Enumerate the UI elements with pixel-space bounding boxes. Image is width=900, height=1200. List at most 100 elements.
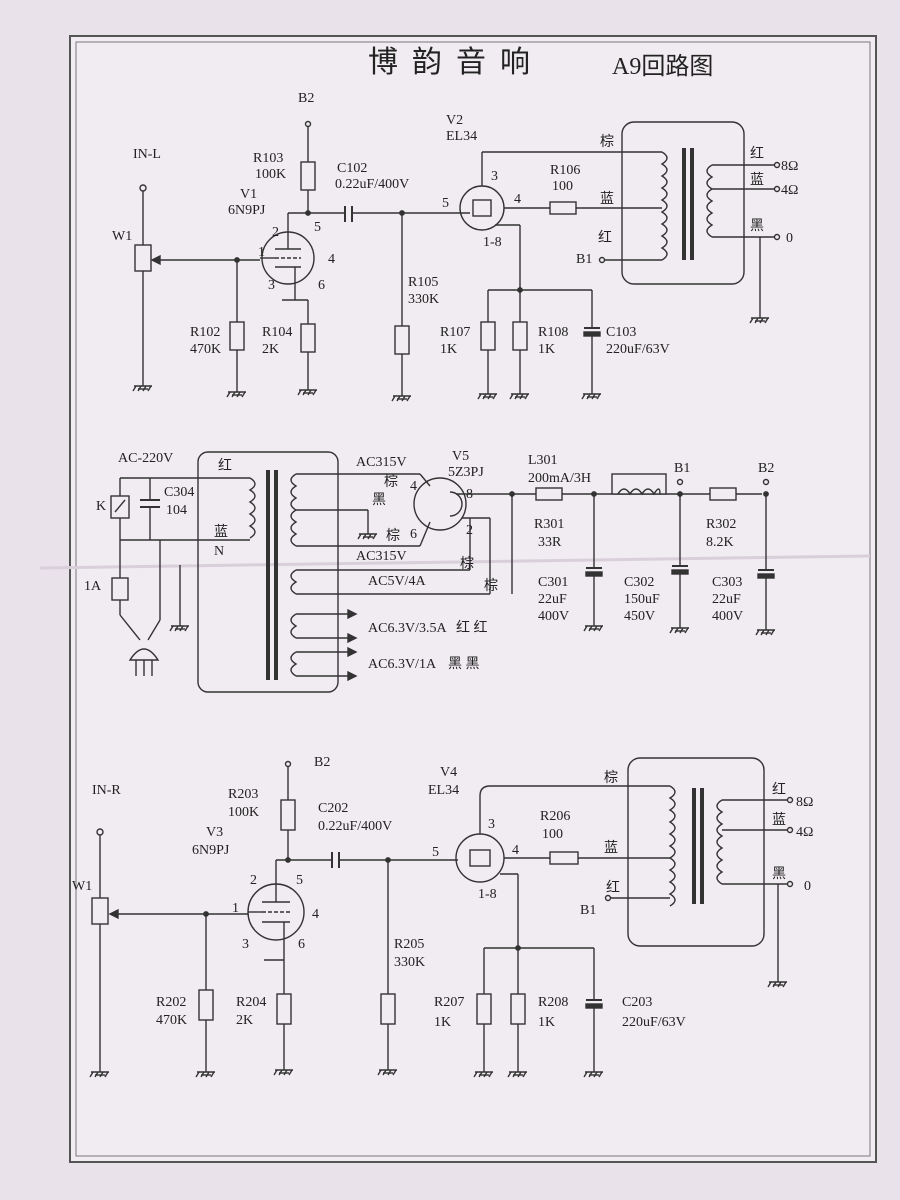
b2-psu-label: B2: [758, 461, 774, 476]
left-channel-section: [132, 120, 781, 402]
b1-r-label: B1: [580, 903, 596, 918]
hv-brown-top: 棕: [384, 474, 398, 490]
c102-value: 0.22uF/400V: [335, 177, 409, 192]
power-transformer: [197, 451, 339, 693]
st-black-r: 黑: [772, 867, 786, 882]
r207-label: R207: [434, 995, 464, 1010]
v5-pin8: 8: [466, 487, 473, 502]
r106-label: R106: [550, 163, 580, 178]
v5-label: V5: [452, 449, 469, 464]
pt-brown-l: 棕: [600, 134, 614, 150]
pt-blue-l: 蓝: [600, 191, 614, 207]
primary-blue: 蓝: [214, 524, 228, 540]
primary-red: 红: [218, 458, 232, 474]
c301-volt: 400V: [538, 609, 569, 624]
c301-cap: 22uF: [538, 592, 567, 607]
fil5v-brown-b: 棕: [460, 556, 474, 572]
c304-label: C304: [164, 485, 194, 500]
r107-label: R107: [440, 325, 470, 340]
r107-value: 1K: [440, 342, 457, 357]
r204-value: 2K: [236, 1013, 253, 1028]
r207-value: 1K: [434, 1015, 451, 1030]
c103-value: 220uF/63V: [606, 342, 670, 357]
paper-fold: [39, 554, 871, 570]
fuse-label: 1A: [84, 579, 102, 594]
right-channel-labels: IN-R W1 B2 R203 100K V3 6N9PJ C202 0.22u…: [72, 755, 813, 1030]
r203-label: R203: [228, 787, 258, 802]
v1-pin3: 3: [268, 278, 275, 293]
primary-neutral: N: [214, 544, 224, 559]
ac63b-colors: 黑 黑: [448, 657, 480, 672]
st-blue-l: 蓝: [750, 172, 764, 188]
in-l-label: IN-L: [133, 147, 161, 162]
out-8-l: 8Ω: [781, 159, 798, 174]
out-0-r: 0: [804, 879, 811, 894]
left-channel-labels: IN-L W1 B2 R103 100K V1 6N9PJ C102 0.22u…: [112, 91, 798, 357]
c302-label: C302: [624, 575, 654, 590]
out-0-l: 0: [786, 231, 793, 246]
pt-red-r: 红: [606, 880, 620, 896]
r104-label: R104: [262, 325, 292, 340]
b2-l-label: B2: [298, 91, 314, 106]
c203-value: 220uF/63V: [622, 1015, 686, 1030]
tube-v5: [413, 477, 467, 531]
v3-pin2: 2: [250, 873, 257, 888]
r302-label: R302: [706, 517, 736, 532]
v3-pin1: 1: [232, 901, 239, 916]
out-8-r: 8Ω: [796, 795, 813, 810]
title-model: A9回路图: [612, 53, 713, 80]
r206-value: 100: [542, 827, 563, 842]
r205-value: 330K: [394, 955, 425, 970]
v1-pin5: 5: [314, 220, 321, 235]
frame-inner: [75, 41, 871, 1157]
c302-capacitor: [671, 569, 689, 575]
v4-pin4: 4: [512, 843, 519, 858]
ac5v-label: AC5V/4A: [368, 574, 426, 589]
c103-label: C103: [606, 325, 636, 340]
c303-volt: 400V: [712, 609, 743, 624]
r204-label: R204: [236, 995, 266, 1010]
ac63a-label: AC6.3V/3.5A: [368, 621, 447, 636]
pt-blue-r: 蓝: [604, 840, 618, 856]
v1-pin1: 1: [258, 245, 265, 260]
st-red-r: 红: [772, 782, 786, 798]
in-r-label: IN-R: [92, 783, 121, 798]
c303-capacitor: [757, 573, 775, 579]
c103-capacitor: [583, 331, 601, 337]
v2-pin4: 4: [514, 192, 521, 207]
v1-pin4: 4: [328, 252, 335, 267]
c203-capacitor: [585, 1003, 603, 1009]
r103-label: R103: [253, 151, 283, 166]
v4-pin3: 3: [488, 817, 495, 832]
v4-pin5: 5: [432, 845, 439, 860]
ac63b-label: AC6.3V/1A: [368, 657, 437, 672]
c304-value: 104: [166, 503, 187, 518]
frame-outer: [69, 35, 877, 1163]
output-transformer-l: [621, 121, 745, 285]
v3-type: 6N9PJ: [192, 843, 230, 858]
c202-value: 0.22uF/400V: [318, 819, 392, 834]
r102-label: R102: [190, 325, 220, 340]
st-red-l: 红: [750, 146, 764, 162]
c303-cap: 22uF: [712, 592, 741, 607]
b1-psu-label: B1: [674, 461, 690, 476]
v5-pin6: 6: [410, 527, 417, 542]
b2-r-label: B2: [314, 755, 330, 770]
hv-brown-bottom: 棕: [386, 528, 400, 544]
r102-value: 470K: [190, 342, 221, 357]
v3-pin3: 3: [242, 937, 249, 952]
v4-type: EL34: [428, 783, 459, 798]
v3-pin5: 5: [296, 873, 303, 888]
v1-pin6: 6: [318, 278, 325, 293]
switch-k-label: K: [96, 499, 106, 514]
v2-pins: 1-8: [483, 235, 502, 250]
power-supply-labels: AC-220V K C304 104 1A 红 蓝 N AC315V 棕 黑 棕…: [84, 449, 774, 672]
w1-l-label: W1: [112, 229, 132, 244]
v4-label: V4: [440, 765, 457, 780]
v5-pin2: 2: [466, 523, 473, 538]
v1-pin2: 2: [272, 225, 279, 240]
st-blue-r: 蓝: [772, 812, 786, 828]
v4-pins: 1-8: [478, 887, 497, 902]
mains-plug: [128, 648, 160, 661]
